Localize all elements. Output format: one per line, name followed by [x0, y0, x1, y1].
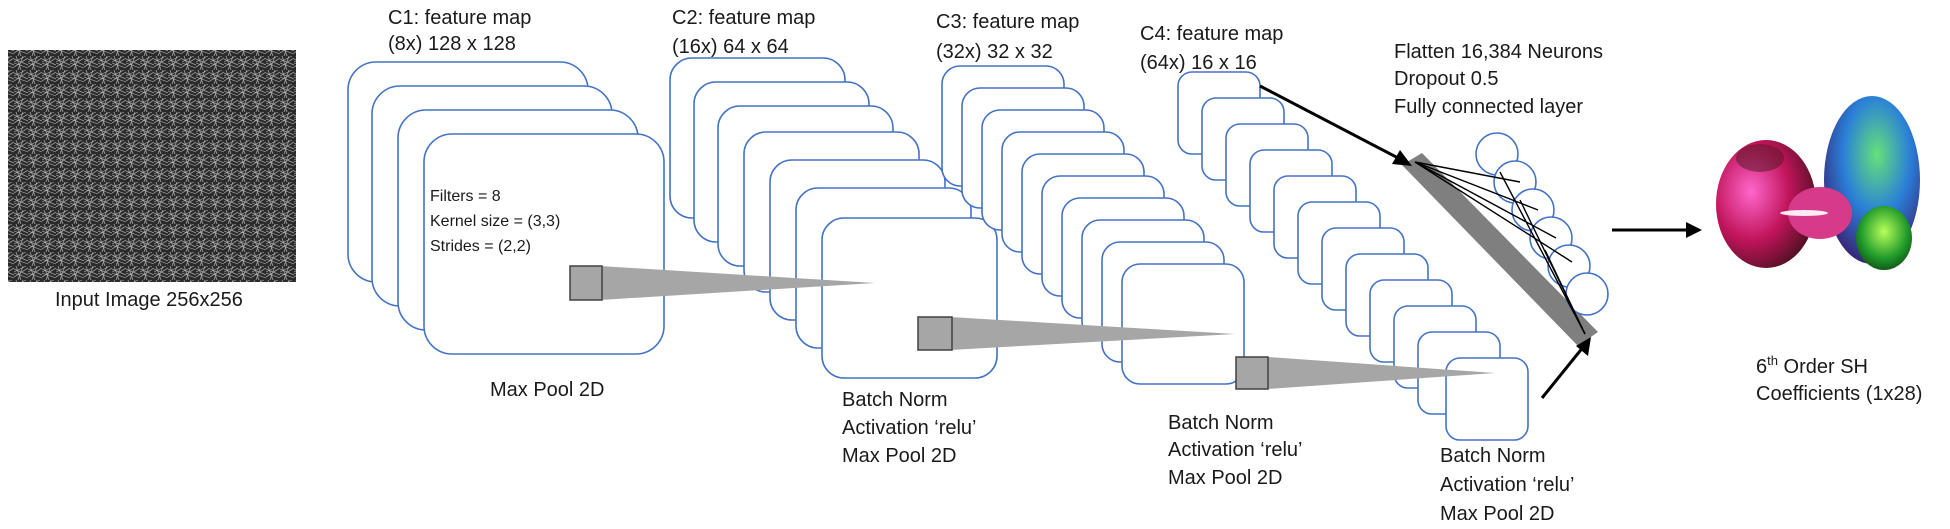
c3-op-activation: Activation ‘relu’	[1168, 439, 1303, 461]
conv-kernel-label: Kernel size = (3,3)	[430, 213, 560, 230]
conv-projection-3	[1235, 356, 1495, 390]
c4-title: C4: feature map	[1140, 23, 1283, 45]
c3-op-batchnorm: Batch Norm	[1168, 412, 1274, 434]
output-label-line1: 6th Order SH	[1756, 353, 1868, 378]
c2-title: C2: feature map	[672, 7, 815, 29]
c3-dims: (32x) 32 x 32	[936, 41, 1053, 63]
dense-fc-label: Fully connected layer	[1394, 96, 1583, 118]
c1-op-maxpool: Max Pool 2D	[490, 379, 605, 401]
c2-op-activation: Activation ‘relu’	[842, 417, 977, 439]
c2-dims: (16x) 64 x 64	[672, 36, 789, 58]
c1-dims: (8x) 128 x 128	[388, 33, 516, 55]
c2-op-batchnorm: Batch Norm	[842, 389, 948, 411]
input-image	[8, 50, 296, 282]
c3-feature-maps	[941, 65, 1245, 385]
fully-connected-lines	[1414, 161, 1586, 335]
conv-projection-2	[917, 316, 1235, 351]
dense-flatten-label: Flatten 16,384 Neurons	[1394, 41, 1603, 63]
c4-feature-maps	[1177, 71, 1529, 441]
c1-title: C1: feature map	[388, 7, 531, 29]
spherical-harmonic-surface-icon	[1716, 96, 1920, 270]
flatten-layer-bar	[1402, 153, 1598, 346]
flow-arrows	[1259, 84, 1702, 399]
c3-title: C3: feature map	[936, 11, 1079, 33]
conv-filters-label: Filters = 8	[430, 188, 501, 205]
c4-op-activation: Activation ‘relu’	[1440, 474, 1575, 496]
c2-feature-maps	[669, 57, 998, 379]
conv-projection-1	[569, 265, 875, 301]
conv-strides-label: Strides = (2,2)	[430, 238, 531, 255]
c4-dims: (64x) 16 x 16	[1140, 52, 1257, 74]
c3-op-maxpool: Max Pool 2D	[1168, 467, 1283, 489]
c1-feature-maps	[347, 61, 665, 355]
input-caption: Input Image 256x256	[55, 289, 243, 311]
output-label-line2: Coefficients (1x28)	[1756, 383, 1922, 405]
c4-op-maxpool: Max Pool 2D	[1440, 503, 1555, 525]
noise-texture-image-icon	[8, 50, 296, 282]
c4-op-batchnorm: Batch Norm	[1440, 445, 1546, 467]
dense-dropout-label: Dropout 0.5	[1394, 68, 1499, 90]
c2-op-maxpool: Max Pool 2D	[842, 445, 957, 467]
